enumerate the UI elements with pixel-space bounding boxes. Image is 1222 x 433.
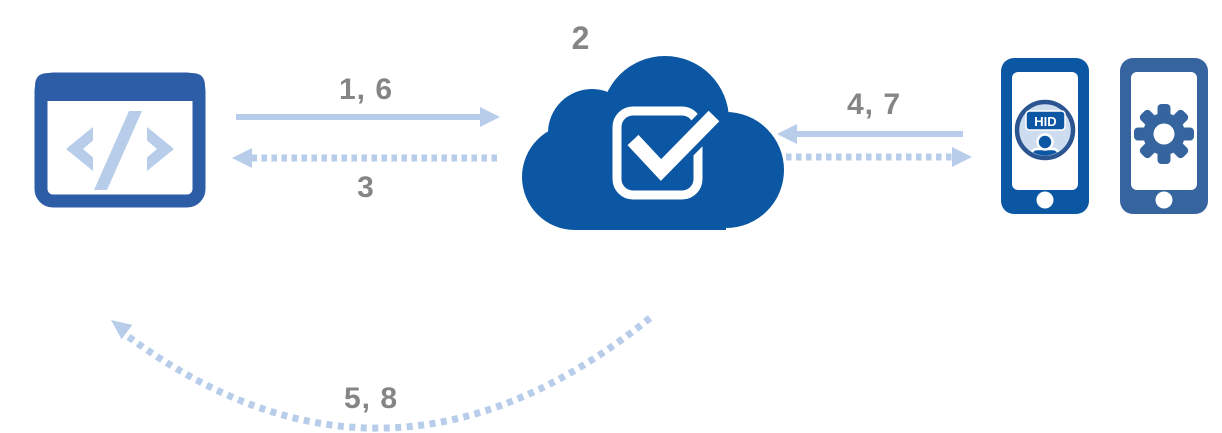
phone-hid-home-button [1036,191,1054,209]
step-label-2: 2 [571,20,591,56]
arrow-request-1-6 [236,107,500,127]
hid-card [1025,110,1066,131]
code-window-titlebar [35,73,205,101]
code-glyph [66,111,174,190]
arrow-response-3 [232,148,497,168]
phone-hid-icon: HID [1001,58,1089,214]
arrow-push-to-phone [786,147,972,167]
phone-gear-icon [1120,58,1208,214]
step-label-1-6: 1, 6 [338,73,394,106]
arrow-request-4-7 [777,124,963,144]
step-label-4-7: 4, 7 [846,88,902,121]
person-icon [1029,133,1061,156]
step-label-5-8: 5, 8 [343,382,399,415]
gear-icon [1134,104,1194,164]
code-window-icon [34,72,206,208]
hid-badge-label: HID [1034,114,1056,129]
hid-app-badge: HID [1014,99,1076,161]
cloud-check-icon [522,56,784,230]
arrow-callback-5-8 [111,315,653,432]
checkmark-icon [627,110,720,181]
step-label-3: 3 [357,171,375,204]
checkbox-outline [612,106,703,200]
phone-settings-home-button [1155,191,1173,209]
